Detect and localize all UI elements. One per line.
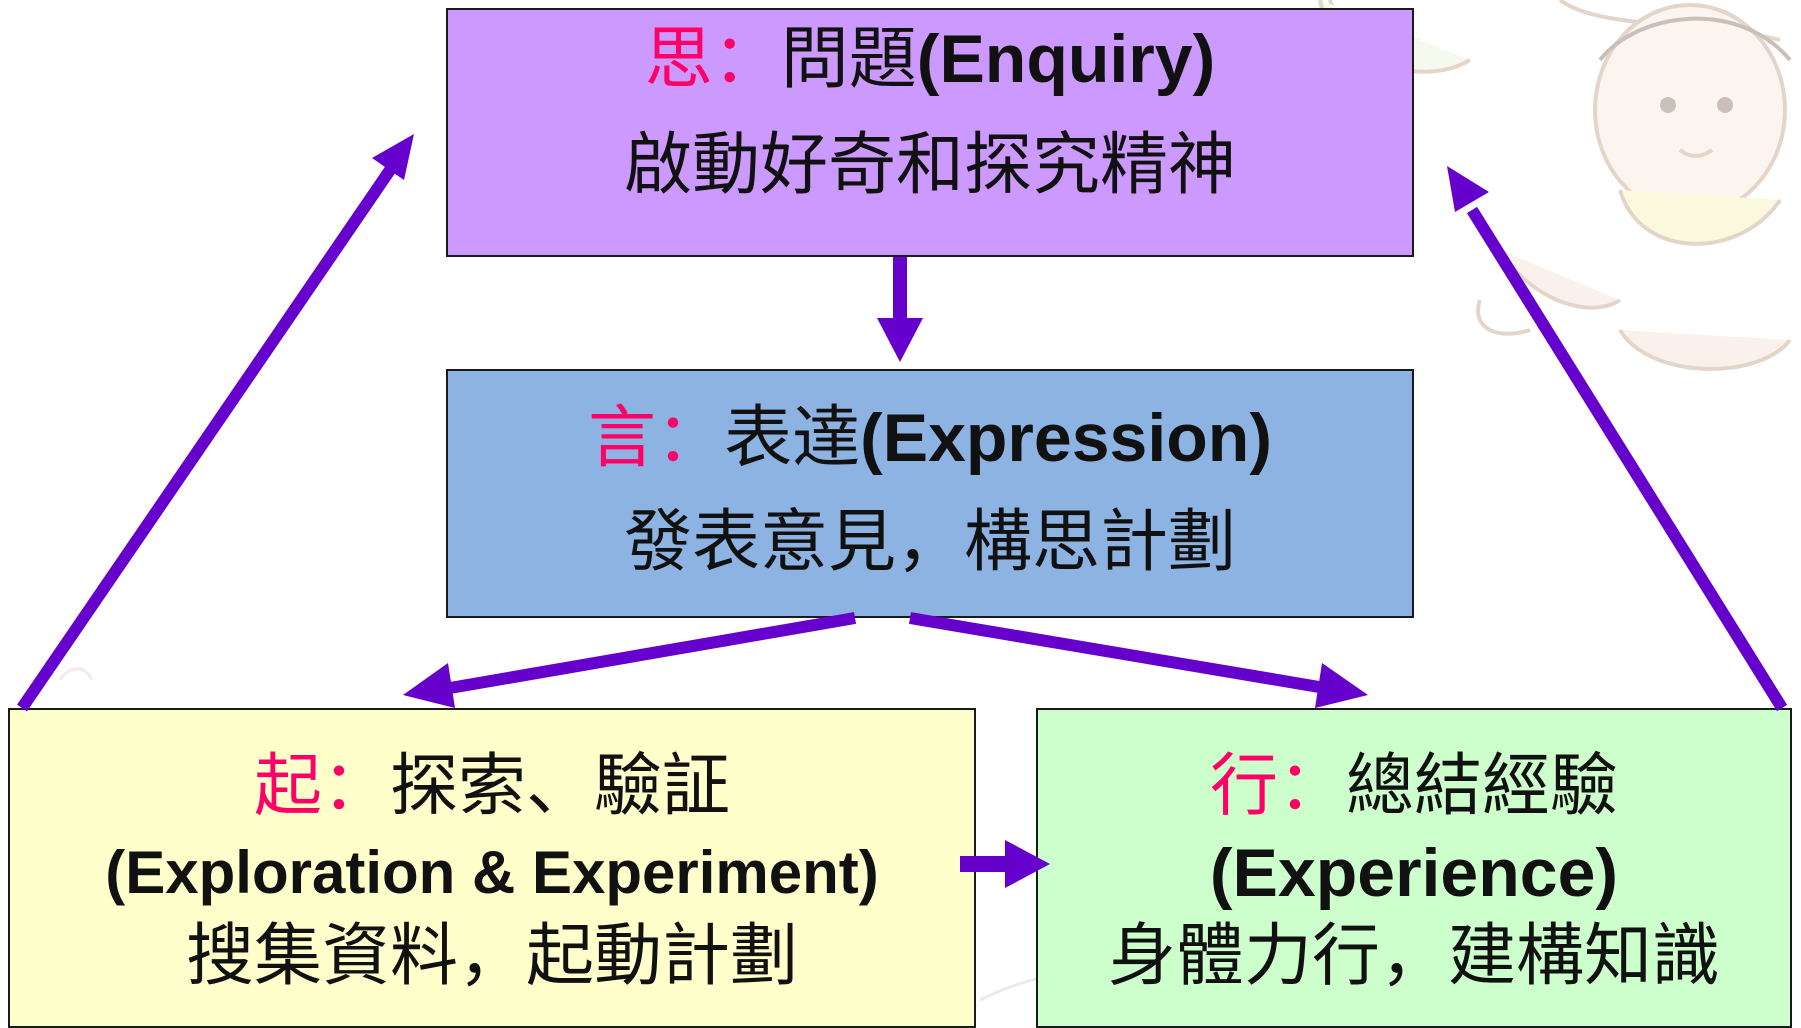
enquiry-key-char: 思	[644, 20, 713, 99]
expression-box: 言：表達(Expression) 發表意見，構思計劃	[446, 369, 1414, 618]
exploration-colon: ：	[321, 747, 390, 826]
experience-title: 行：總結經驗	[1038, 742, 1790, 832]
expression-description: 發表意見，構思計劃	[623, 503, 1236, 582]
enquiry-box: 思：問題(Enquiry) 啟動好奇和探究精神	[446, 8, 1414, 257]
expression-key-char: 言	[588, 399, 657, 478]
enquiry-colon: ：	[712, 20, 781, 99]
exploration-english: (Exploration & Experiment)	[105, 839, 879, 906]
exploration-title: 起：探索、驗証	[10, 742, 974, 832]
exploration-description: 搜集資料，起動計劃	[185, 917, 798, 996]
enquiry-description: 啟動好奇和探究精神	[623, 126, 1236, 205]
experience-box: 行：總結經驗 (Experience) 身體力行，建構知識	[1036, 708, 1792, 1028]
experience-english: (Experience)	[1209, 835, 1619, 911]
experience-description: 身體力行，建構知識	[1107, 917, 1720, 996]
exploration-label: 探索、驗証	[390, 747, 731, 826]
exploration-box: 起：探索、驗証 (Exploration & Experiment) 搜集資料，…	[8, 708, 976, 1028]
experience-colon: ：	[1277, 747, 1346, 826]
experience-label: 總結經驗	[1346, 747, 1619, 826]
enquiry-label: 問題	[780, 20, 917, 99]
enquiry-title: 思：問題(Enquiry)	[448, 14, 1412, 105]
exploration-key-char: 起	[253, 747, 322, 826]
expression-label: 表達	[724, 399, 861, 478]
expression-colon: ：	[656, 399, 725, 478]
enquiry-english: (Enquiry)	[916, 21, 1216, 97]
expression-title: 言：表達(Expression)	[448, 393, 1412, 484]
experience-key-char: 行	[1209, 747, 1278, 826]
expression-english: (Expression)	[860, 400, 1272, 476]
